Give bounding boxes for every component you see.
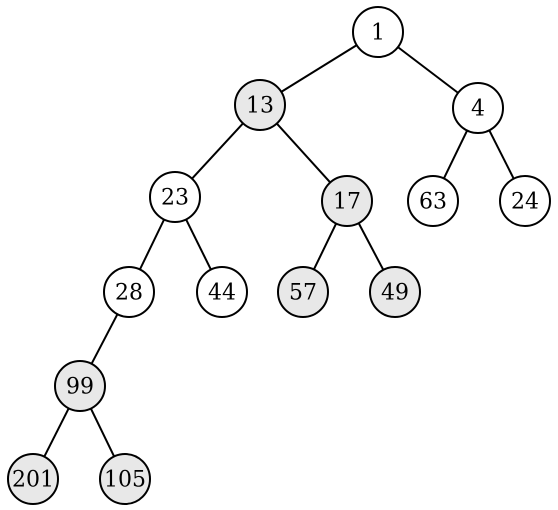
edge-n17-n49 — [357, 222, 385, 271]
tree-node: 201 — [7, 453, 59, 505]
highlighted-node-circle — [7, 453, 59, 505]
tree-node: 13 — [234, 79, 286, 131]
tree-node: 24 — [499, 175, 551, 227]
tree-node: 57 — [277, 266, 329, 318]
tree-node: 28 — [103, 266, 155, 318]
highlighted-node-circle — [99, 453, 151, 505]
node-label: 201 — [12, 468, 54, 493]
node-circle — [452, 82, 504, 134]
edge-n23-n28 — [138, 219, 166, 270]
highlighted-node-circle — [369, 266, 421, 318]
node-circle — [103, 266, 155, 318]
tree-node: 105 — [99, 453, 151, 505]
node-circle — [149, 171, 201, 223]
node-label: 99 — [66, 375, 94, 400]
edge-n4-n63 — [442, 130, 469, 179]
node-circle — [499, 175, 551, 227]
edge-n23-n44 — [185, 218, 212, 271]
highlighted-node-circle — [234, 79, 286, 131]
tree-node: 4 — [452, 82, 504, 134]
node-label: 17 — [333, 190, 361, 215]
edge-n99-n201 — [43, 407, 70, 458]
node-label: 24 — [511, 190, 539, 215]
node-circle — [407, 175, 459, 227]
tree-node: 49 — [369, 266, 421, 318]
tree-node: 1 — [352, 6, 404, 58]
tree-node: 17 — [321, 175, 373, 227]
highlighted-node-circle — [321, 175, 373, 227]
node-label: 105 — [104, 468, 146, 493]
tree-node: 23 — [149, 171, 201, 223]
node-label: 28 — [115, 281, 143, 306]
nodes-layer: 1 13 4 23 17 63 24 28 44 57 49 99 201 105 — [7, 6, 551, 505]
edge-n13-n17 — [276, 122, 331, 184]
edge-n17-n57 — [312, 223, 338, 270]
node-circle — [352, 6, 404, 58]
edges-layer — [43, 44, 515, 458]
node-circle — [196, 266, 248, 318]
node-label: 57 — [289, 281, 317, 306]
node-label: 49 — [381, 281, 409, 306]
edge-n28-n99 — [90, 313, 119, 365]
node-label: 23 — [161, 186, 189, 211]
node-label: 63 — [419, 190, 447, 215]
edge-n99-n105 — [89, 408, 116, 457]
edge-n4-n24 — [488, 129, 515, 180]
node-label: 1 — [371, 21, 385, 46]
edge-n1-n13 — [280, 44, 358, 93]
edge-n1-n4 — [397, 46, 459, 94]
tree-node: 63 — [407, 175, 459, 227]
node-label: 44 — [208, 281, 236, 306]
node-label: 4 — [471, 97, 485, 122]
tree-node: 99 — [54, 360, 106, 412]
node-label: 13 — [246, 94, 274, 119]
edge-n13-n23 — [191, 122, 244, 180]
tree-node: 44 — [196, 266, 248, 318]
highlighted-node-circle — [54, 360, 106, 412]
highlighted-node-circle — [277, 266, 329, 318]
